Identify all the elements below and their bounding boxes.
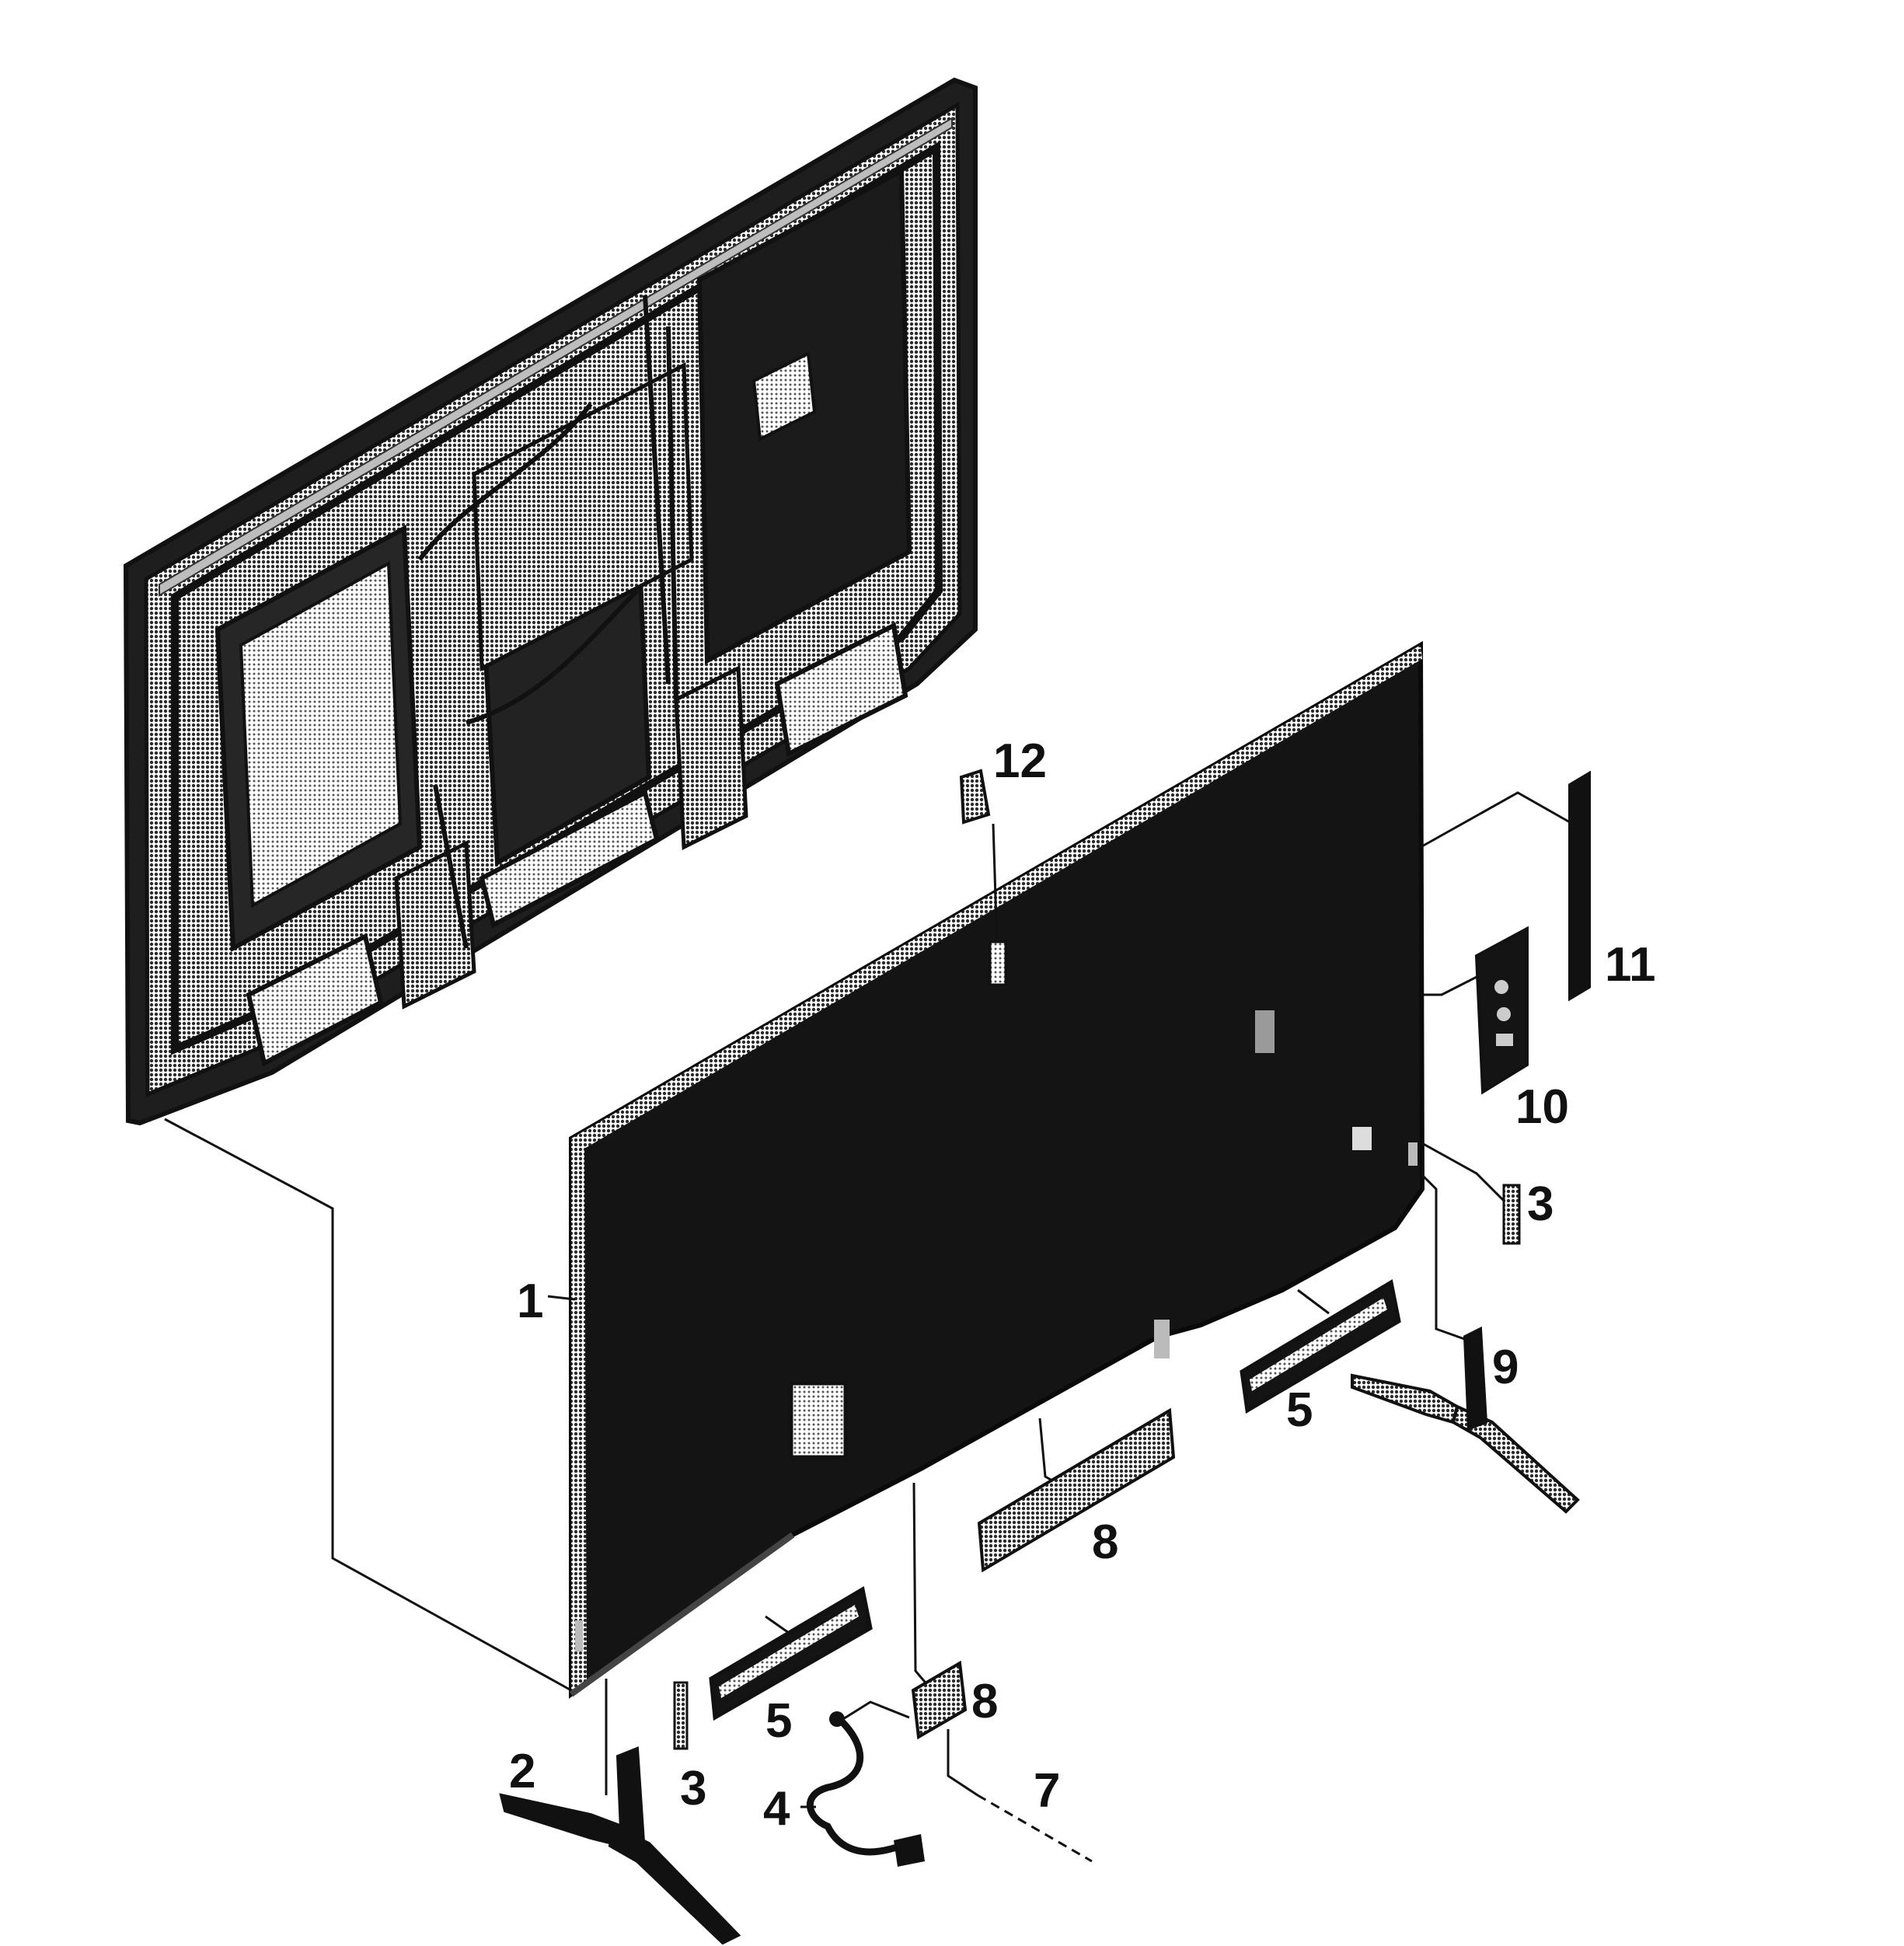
callout-9: 9 [1492,1341,1519,1394]
callout-5b: 5 [1286,1383,1313,1437]
part-3b-bracket [1502,1184,1521,1245]
callout-1: 1 [517,1275,543,1328]
callout-7: 7 [1034,1764,1060,1818]
leader-5b [1297,1289,1330,1315]
stand-right-arm-front [1451,1404,1580,1514]
panel-sensor-window [789,1381,848,1460]
leader-1 [547,1295,576,1301]
part-3a-bracket [673,1681,689,1750]
panel-badge [1352,1127,1372,1150]
leader-11 [1420,791,1571,849]
part-10-port-a [1494,980,1508,994]
leader-8a [912,1482,930,1687]
main-board-section [472,361,694,672]
leader-12 [992,823,999,949]
part-5b-speaker-grille [1250,1298,1387,1391]
callout-12: 12 [993,734,1047,788]
callout-labels: 1 2 3 3 4 5 5 7 8 8 9 10 11 12 [509,734,1656,1836]
leader-7 [947,1729,978,1797]
panel-clip-right [1408,1142,1418,1166]
leader-9 [1421,1174,1470,1342]
stand-right-arm-back [1351,1373,1459,1425]
display-panel-left-bevel [571,1139,587,1694]
chassis-speaker-left [246,933,384,1067]
part-5a-speaker-grille [719,1605,859,1698]
part-8b-power-board [911,1660,968,1740]
stand-left-arm-front [608,1824,741,1945]
part-4-cord-plug-end [829,1711,845,1727]
part-7-screw [977,1794,1093,1863]
chassis-inner-border [171,141,943,1055]
power-board-grid [239,560,403,908]
panel-bracket-center [1154,1320,1170,1358]
main-board-chip [751,350,817,442]
leader-power-cord [839,1700,910,1723]
callout-11: 11 [1605,938,1656,992]
callout-8a: 8 [971,1675,998,1728]
stand-left-arm-back [499,1793,623,1848]
leader-3b [1420,1141,1505,1202]
rear-chassis-assembly [123,77,978,1126]
chassis-wiring [417,295,678,949]
stand-right-post [1463,1326,1488,1431]
part-12-ir-board [989,940,1007,986]
part-10-port-b [1497,1007,1511,1021]
chassis-connector-panel [674,665,748,850]
part-8a-bottom-cover [977,1407,1176,1573]
stand-left-post [615,1746,646,1850]
part-9-stand-right [1351,1326,1580,1514]
part-10-port-c [1496,1034,1513,1046]
leader-10 [1422,971,1485,996]
callout-5a: 5 [765,1694,792,1748]
callout-3a: 3 [680,1762,706,1815]
callout-10: 10 [1515,1080,1569,1134]
panel-clip-left [575,1620,583,1651]
leader-lines [164,791,1571,1808]
callout-8b: 8 [1092,1515,1118,1569]
callout-4: 4 [763,1782,790,1836]
chassis-light-rail [159,117,953,597]
part-11-side-strip [1568,770,1591,1002]
leader-chassis-to-panel [164,1118,572,1692]
display-panel-bottom-edge [569,1532,795,1697]
chassis-terminal-block [479,789,660,929]
part-4-power-cord [807,1716,925,1860]
panel-mount-point [1255,1010,1275,1053]
callout-3b: 3 [1527,1177,1554,1231]
callout-2: 2 [509,1745,535,1798]
part-2-stand-left [499,1746,741,1945]
part-4-plug [894,1834,925,1867]
chassis-speaker-right [774,622,908,758]
part-12-clip [959,769,991,825]
